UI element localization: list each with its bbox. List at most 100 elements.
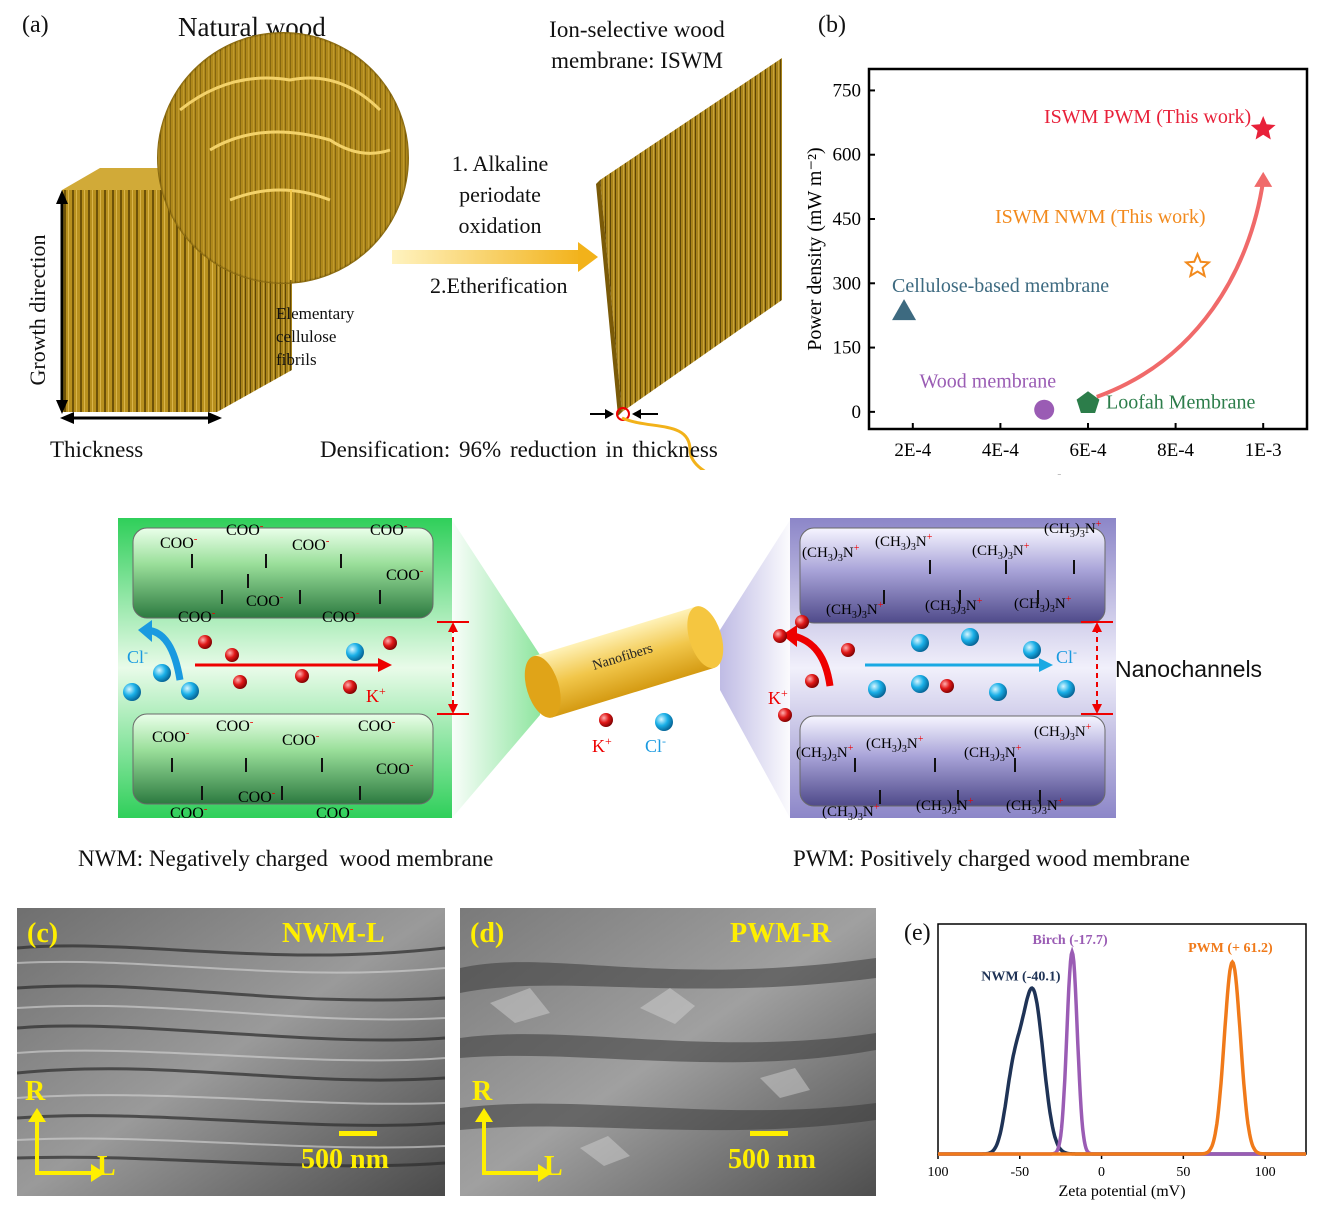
growth-direction-label: Growth direction	[25, 234, 50, 386]
zeta-curve-2	[938, 959, 1306, 1156]
scale-bar-c	[339, 1131, 377, 1136]
cl-ion	[123, 683, 141, 701]
k-ion	[225, 648, 239, 662]
panel-c-title: NWM-L	[282, 918, 385, 949]
pwm-caption: PWM: Positively charged wood membrane	[793, 846, 1190, 871]
series-label-0: ISWM PWM (This work)	[1044, 106, 1251, 128]
coo-group-label: COO-	[152, 727, 190, 746]
cl-ion	[1023, 641, 1041, 659]
x-tick-label: 8E-4	[1157, 440, 1194, 461]
ammonium-group-label: (CH3)3N+	[1034, 722, 1092, 743]
cl-ion	[989, 683, 1007, 701]
densification-text: Densification: 96% reduction in thicknes…	[320, 437, 718, 462]
cl-ion	[346, 643, 364, 661]
zeta-label-0: NWM (-40.1)	[981, 969, 1061, 984]
k-ion	[343, 680, 357, 694]
ammonium-group-label: (CH3)3N+	[826, 600, 884, 621]
cl-ion	[911, 634, 929, 652]
e-x-tick-label: 100	[928, 1165, 949, 1180]
coo-group-label: COO-	[216, 716, 254, 735]
k-ion	[940, 679, 954, 693]
axis-r-arrow-d	[475, 1108, 493, 1122]
cl-ion	[1057, 680, 1075, 698]
y-tick-label: 450	[833, 209, 862, 230]
ammonium-group-label: (CH3)3N+	[1006, 796, 1064, 817]
series-label-1: ISWM NWM (This work)	[995, 206, 1206, 228]
x-tick-label: 1E-3	[1245, 440, 1282, 461]
coo-group-label: COO-	[322, 607, 360, 626]
coo-group-label: COO-	[292, 535, 330, 554]
thickness-label: Thickness	[50, 437, 144, 462]
panel-d-r: R	[472, 1076, 493, 1107]
e-x-tick-label: 50	[1176, 1165, 1190, 1180]
cl-ion	[655, 713, 673, 731]
ion-label: K+	[592, 734, 612, 756]
k-ion	[599, 713, 613, 727]
series-label-3: Wood membrane	[920, 371, 1057, 393]
iswm-title: Ion-selective wood membrane: ISWM	[532, 14, 742, 76]
ammonium-group-label: (CH3)3N+	[972, 541, 1030, 562]
sem-image-c: (c) NWM-L R L 500 nm	[17, 908, 445, 1196]
ammonium-group-label: (CH3)3N+	[925, 596, 983, 617]
cl-ion	[961, 628, 979, 646]
coo-group-label: COO-	[160, 533, 198, 552]
fibrils-line2: cellulose	[276, 327, 337, 346]
e-x-axis-label: Zeta potential (mV)	[1058, 1183, 1185, 1200]
axis-r-line-d	[482, 1113, 486, 1173]
trend-arrow-head	[1254, 171, 1273, 187]
y-tick-label: 750	[833, 80, 862, 101]
axis-l-arrow-d	[538, 1164, 552, 1182]
y-tick-label: 300	[833, 273, 862, 294]
data-point-2	[892, 299, 917, 321]
panel-d-label: (d)	[470, 918, 505, 949]
k-ion	[841, 643, 855, 657]
ion-label: Cl-	[127, 645, 148, 667]
coo-group-label: COO-	[226, 520, 264, 539]
axis-l-line-d	[482, 1171, 540, 1175]
coo-group-label: COO-	[246, 591, 284, 610]
y-tick-label: 150	[833, 338, 862, 359]
data-point-0	[1250, 116, 1276, 140]
ammonium-group-label: (CH3)3N+	[916, 796, 974, 817]
panel-e-label: (e)	[904, 920, 931, 946]
panel-c-r: R	[25, 1076, 46, 1107]
wood-illustration	[56, 32, 782, 470]
chart-e-frame	[937, 923, 1307, 1155]
coo-group-label: COO-	[238, 787, 276, 806]
series-label-4: Loofah Membrane	[1106, 391, 1256, 413]
nwm-caption: NWM: Negatively charged wood membrane	[78, 846, 494, 871]
fibrils-line3: fibrils	[276, 350, 317, 369]
power-density-chart: 2E-44E-46E-48E-41E-30150300450600750Ioni…	[804, 67, 1309, 475]
coo-group-label: COO-	[358, 716, 396, 735]
ammonium-group-label: (CH3)3N+	[875, 532, 933, 553]
scale-label-c: 500 nm	[301, 1144, 389, 1175]
iswm-title-line2: membrane: ISWM	[551, 48, 723, 73]
x-tick-label: 4E-4	[982, 440, 1019, 461]
ammonium-group-label: (CH3)3N+	[866, 734, 924, 755]
k-ion	[805, 674, 819, 688]
step1-line2: periodate	[459, 182, 541, 207]
sem-texture-d	[460, 908, 876, 1196]
data-point-3	[1034, 399, 1055, 420]
y-axis-label: Power density (mW m⁻²)	[804, 147, 826, 350]
cl-ion	[911, 675, 929, 693]
e-x-tick-label: 100	[1255, 1165, 1276, 1180]
panel-d-title: PWM-R	[730, 918, 832, 949]
k-ion	[773, 629, 787, 643]
k-ion	[233, 675, 247, 689]
trend-arrow	[1096, 180, 1266, 399]
k-ion	[383, 636, 397, 650]
iswm-title-line1: Ion-selective wood	[549, 17, 725, 42]
cl-ion	[153, 664, 171, 682]
axis-l-line-c	[35, 1171, 93, 1175]
k-ion	[198, 635, 212, 649]
zeta-label-1: Birch (-17.7)	[1033, 933, 1109, 948]
cl-ion	[181, 682, 199, 700]
coo-group-label: COO-	[170, 803, 208, 822]
coo-group-label: COO-	[178, 607, 216, 626]
coo-group-label: COO-	[282, 730, 320, 749]
ion-label: K+	[366, 684, 386, 706]
ammonium-group-label: (CH3)3N+	[796, 743, 854, 764]
y-tick-label: 0	[852, 402, 862, 423]
cl-ion	[868, 680, 886, 698]
